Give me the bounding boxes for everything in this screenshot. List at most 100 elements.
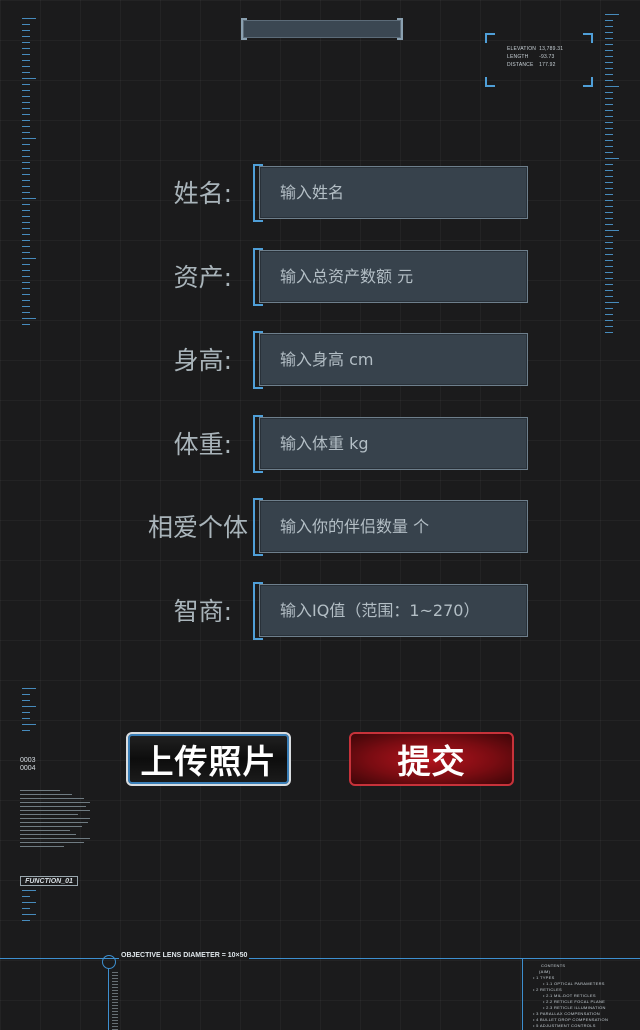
ruler-tick xyxy=(22,216,30,217)
ruler-tick xyxy=(605,86,619,87)
ruler-tick xyxy=(605,98,613,99)
partners-input[interactable] xyxy=(259,500,528,553)
ruler-tick xyxy=(605,56,613,57)
ruler-tick xyxy=(22,914,36,915)
readout-table: ELEVATION 13,789.31 LENGTH -93.73 DISTAN… xyxy=(507,45,566,69)
ruler-tick xyxy=(605,32,613,33)
readout-row: ELEVATION 13,789.31 xyxy=(507,45,566,53)
ruler-tick xyxy=(605,116,613,117)
lens-diameter-title: OBJECTIVE LENS DIAMETER = 10×50 xyxy=(119,952,250,959)
contents-item: • 5 ADJUSTMENT CONTROLS xyxy=(533,1023,596,1028)
text-line xyxy=(20,830,70,831)
ruler-tick xyxy=(22,168,30,169)
ruler-tick xyxy=(605,206,613,207)
ruler-tick xyxy=(605,26,613,27)
ruler-tick xyxy=(22,688,36,689)
text-line xyxy=(20,818,90,819)
ruler-tick xyxy=(605,272,613,273)
upload-photo-button[interactable]: 上传照片 xyxy=(126,732,291,786)
ruler-tick xyxy=(605,242,613,243)
text-line xyxy=(20,798,84,799)
ruler-tick xyxy=(22,324,30,325)
ruler-tick xyxy=(22,700,30,701)
ruler-tick xyxy=(605,158,619,159)
iq-input[interactable] xyxy=(259,584,528,637)
ruler-tick xyxy=(22,264,30,265)
readout-value: -93.73 xyxy=(539,54,555,60)
ruler-tick xyxy=(22,270,30,271)
function-tag: FUNCTION_01 xyxy=(20,876,78,886)
corner-bracket xyxy=(583,77,593,87)
form-row-iq: 智商: xyxy=(0,582,640,640)
ruler-tick xyxy=(605,332,613,333)
field-bracket xyxy=(253,248,263,306)
ruler-tick xyxy=(605,314,613,315)
contents-item: • 2.1 MIL-DOT RETICLES xyxy=(543,993,596,998)
field-bracket xyxy=(253,582,263,640)
ruler-tick xyxy=(22,180,30,181)
ruler-tick xyxy=(22,18,36,19)
ruler-tick xyxy=(605,164,613,165)
ruler-tick xyxy=(22,66,30,67)
ruler-tick xyxy=(605,122,613,123)
height-input[interactable] xyxy=(259,333,528,386)
ruler-tick xyxy=(22,712,30,713)
form-row-height: 身高: xyxy=(0,331,640,389)
scope-circle-icon xyxy=(102,955,116,969)
corner-bracket xyxy=(583,33,593,43)
ruler-tick xyxy=(605,284,613,285)
submit-button[interactable]: 提交 xyxy=(349,732,514,786)
contents-item: • 4 BULLET DROP COMPENSATION xyxy=(533,1017,609,1022)
text-line xyxy=(20,822,88,823)
field-bracket xyxy=(253,498,263,556)
readout-value: 177.92 xyxy=(539,62,556,68)
assets-input[interactable] xyxy=(259,250,528,303)
text-line xyxy=(20,794,72,795)
ruler-tick xyxy=(22,60,30,61)
bottom-right-rule xyxy=(522,958,523,1030)
ruler-tick xyxy=(22,294,30,295)
ruler-tick xyxy=(22,174,30,175)
field-bracket xyxy=(253,331,263,389)
ruler-tick xyxy=(22,48,30,49)
ruler-tick xyxy=(22,24,30,25)
ruler-tick xyxy=(605,308,613,309)
weight-input[interactable] xyxy=(259,417,528,470)
ruler-tick xyxy=(22,138,36,139)
ruler-tick xyxy=(22,30,30,31)
ruler-tick xyxy=(605,200,613,201)
ruler-tick xyxy=(605,248,613,249)
ruler-tick xyxy=(22,896,30,897)
ruler-tick xyxy=(22,234,30,235)
ruler-tick xyxy=(22,210,30,211)
ruler-tick xyxy=(605,260,613,261)
ruler-tick xyxy=(605,92,613,93)
ruler-tick xyxy=(22,222,30,223)
left-bottom-ruler xyxy=(22,890,36,926)
ruler-tick xyxy=(605,290,613,291)
ruler-tick xyxy=(22,718,30,719)
ruler-tick xyxy=(22,282,30,283)
field-bracket xyxy=(253,164,263,222)
ruler-tick xyxy=(22,228,30,229)
ruler-tick xyxy=(605,296,613,297)
form-row-partners: 相爱个体 xyxy=(0,498,640,556)
ruler-tick xyxy=(605,194,613,195)
ruler-tick xyxy=(605,38,613,39)
ruler-tick xyxy=(605,134,613,135)
ruler-tick xyxy=(605,80,613,81)
ruler-tick xyxy=(22,706,36,707)
corner-bracket xyxy=(485,77,495,87)
ruler-tick xyxy=(22,890,36,891)
contents-item: • 3 PARALLAX COMPENSATION xyxy=(533,1011,600,1016)
name-input[interactable] xyxy=(259,166,528,219)
ruler-tick xyxy=(22,920,30,921)
ruler-tick xyxy=(22,186,30,187)
ruler-tick xyxy=(22,694,30,695)
ruler-tick xyxy=(22,258,36,259)
hud-readout: ELEVATION 13,789.31 LENGTH -93.73 DISTAN… xyxy=(485,33,593,87)
contents-item: • 2.2 RETICLE FOCAL PLANE xyxy=(543,999,606,1004)
contents-header: CONTENTS xyxy=(541,963,566,968)
text-line xyxy=(20,802,90,803)
ruler-tick xyxy=(605,326,613,327)
